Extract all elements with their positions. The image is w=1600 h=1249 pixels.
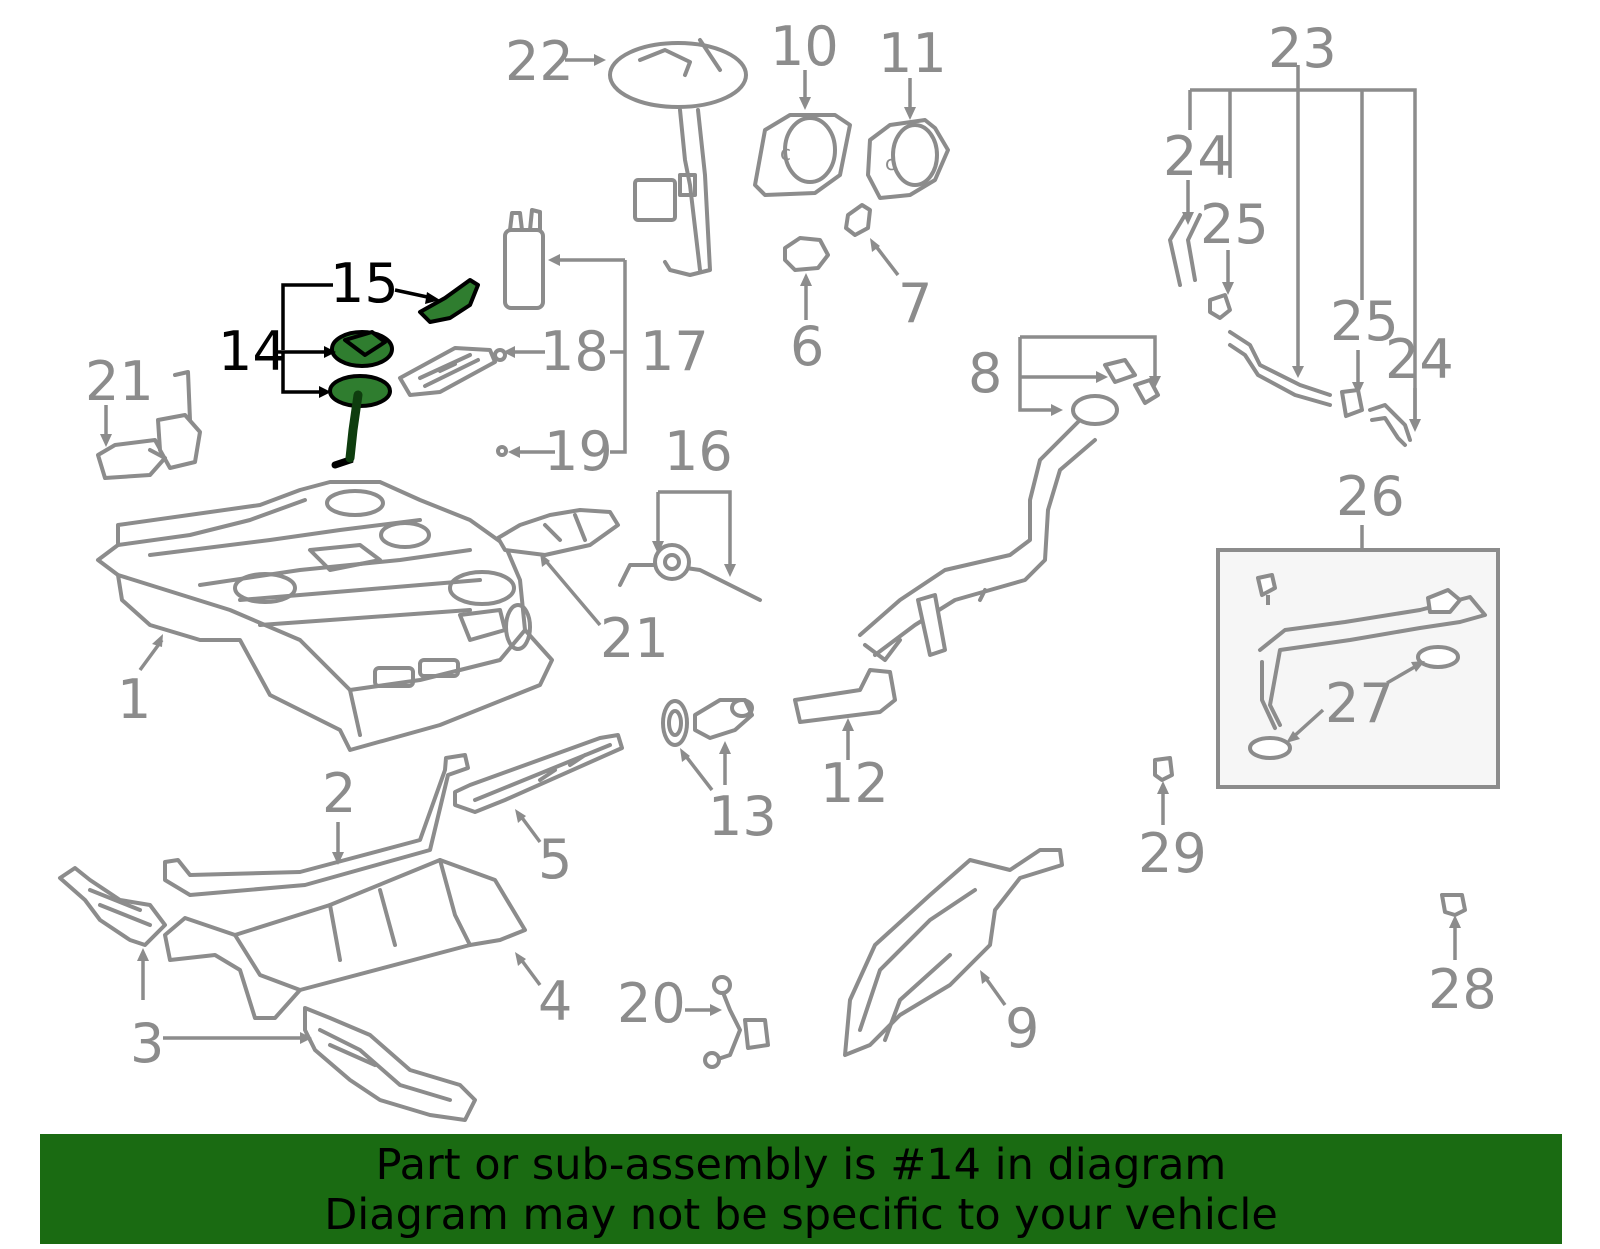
callout-7: 7 <box>898 272 932 335</box>
part-17-fuel-pump[interactable] <box>503 208 545 310</box>
part-29-plug[interactable] <box>1153 756 1174 782</box>
part-9-filler-pipe-protector[interactable] <box>843 848 1064 1057</box>
part-14-fuel-sender-gauge[interactable] <box>328 330 394 469</box>
part-21-fuel-sender[interactable] <box>96 370 202 480</box>
part-20-sensor[interactable] <box>703 975 770 1069</box>
svg-text:c: c <box>885 151 896 175</box>
callout-24-top: 24 <box>1163 125 1232 188</box>
callout-5: 5 <box>538 828 572 891</box>
banner-line-2: Diagram may not be specific to your vehi… <box>324 1190 1278 1240</box>
callout-21-left: 21 <box>85 350 154 413</box>
callout-1: 1 <box>117 668 151 731</box>
callout-20: 20 <box>617 972 686 1035</box>
part-26-vent-assembly-box[interactable] <box>1216 548 1500 789</box>
callout-13: 13 <box>708 785 777 848</box>
banner-line-1: Part or sub-assembly is #14 in diagram <box>375 1140 1227 1190</box>
part-16-vent-valve[interactable] <box>618 543 762 602</box>
callout-16: 16 <box>664 420 733 483</box>
callout-11: 11 <box>878 22 947 85</box>
info-banner: Part or sub-assembly is #14 in diagram D… <box>40 1134 1562 1244</box>
callout-17: 17 <box>640 320 709 383</box>
callout-24-bottom: 24 <box>1385 328 1454 391</box>
callout-14: 14 <box>218 320 287 383</box>
part-5-bracket[interactable] <box>453 733 624 814</box>
part-23-vent-tube[interactable] <box>1168 213 1412 447</box>
leader-lines <box>100 54 1461 1044</box>
callout-25-top: 25 <box>1200 193 1269 256</box>
callout-26: 26 <box>1336 465 1405 528</box>
callout-9: 9 <box>1005 997 1039 1060</box>
part-10-filler-door-housing[interactable]: c <box>753 113 852 197</box>
callout-18: 18 <box>540 320 609 383</box>
callout-10: 10 <box>770 15 839 78</box>
part-7-grommet[interactable] <box>844 203 872 237</box>
part-6-fuel-cap[interactable] <box>783 236 830 272</box>
part-8-filler-pipe[interactable] <box>858 358 1160 662</box>
callout-25-bottom: 25 <box>1330 290 1399 353</box>
part-19-clip[interactable] <box>496 445 508 457</box>
callout-4: 4 <box>538 970 572 1033</box>
part-11-filler-door-housing[interactable]: c <box>866 118 950 200</box>
part-18-fuel-filter[interactable] <box>398 346 507 397</box>
callout-2: 2 <box>322 762 356 825</box>
part-15-fuel-sender-gasket[interactable] <box>418 278 480 324</box>
callout-21-right: 21 <box>600 607 669 670</box>
part-22-fuel-pump-assembly[interactable] <box>608 38 748 277</box>
part-21-fuel-sender-lower[interactable] <box>496 508 620 557</box>
callout-15: 15 <box>330 252 399 315</box>
part-13-seal[interactable] <box>661 698 754 747</box>
svg-text:c: c <box>780 141 791 165</box>
part-2-tank-strap[interactable] <box>163 753 470 897</box>
callout-6: 6 <box>790 315 824 378</box>
callout-27: 27 <box>1325 672 1394 735</box>
part-4-fuel-tank-protector[interactable] <box>163 858 527 1020</box>
part-12-filler-hose[interactable] <box>793 668 897 724</box>
callout-19: 19 <box>544 420 613 483</box>
callout-8: 8 <box>968 342 1002 405</box>
callout-12: 12 <box>820 752 889 815</box>
callout-22: 22 <box>505 30 574 93</box>
callout-3: 3 <box>130 1012 164 1075</box>
part-3-heat-protector[interactable] <box>58 866 477 1122</box>
callout-28: 28 <box>1428 958 1497 1021</box>
callout-23: 23 <box>1268 17 1337 80</box>
part-28-plug[interactable] <box>1440 893 1467 917</box>
callout-29: 29 <box>1138 822 1207 885</box>
part-1-fuel-tank[interactable] <box>96 480 554 752</box>
